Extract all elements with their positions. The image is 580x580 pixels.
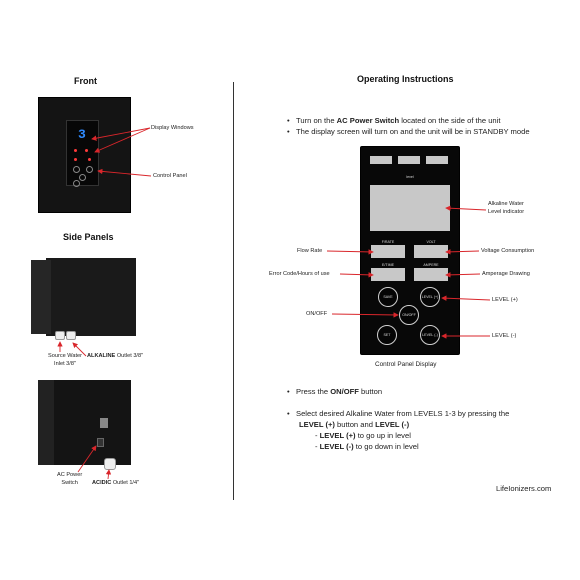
onoff-callout: ON/OFF [306, 311, 328, 317]
front-indicator-led [85, 149, 88, 152]
flow-rate-callout: Flow Rate [297, 248, 323, 254]
source-water-label: Source Water Inlet 3/8" [48, 353, 82, 368]
side-panels-heading: Side Panels [63, 232, 114, 242]
time-slot-label: E/TIME [382, 263, 394, 267]
alkaline-rest: Outlet 3/8" [115, 353, 144, 359]
bullet4-bold2: LEVEL (-) [375, 420, 410, 429]
save-button[interactable]: SAVE [378, 287, 398, 307]
bullet4-mid: button and [334, 420, 376, 429]
side-unit-photo [46, 258, 136, 336]
front-panel-button [86, 166, 93, 173]
bullet-spacer [287, 397, 572, 408]
bullet-standby: • The display screen will turn on and th… [287, 127, 530, 136]
alkaline-level-indicator-screen [370, 185, 450, 231]
bullet4-bold1: LEVEL (+) [299, 420, 335, 429]
front-panel-button [73, 166, 80, 173]
column-divider [233, 82, 234, 500]
error-code-callout: Error Code/Hours of use [269, 271, 330, 277]
flow-rate-slot-label: F/RATE [381, 240, 395, 244]
sub1-pre: - [315, 431, 320, 440]
control-panel-caption: Control Panel Display [375, 361, 437, 368]
bullet2-text: The display screen will turn on and the … [296, 127, 530, 136]
amperage-callout: Amperage Drawing [482, 271, 530, 277]
sub1-post: to go up in level [355, 431, 411, 440]
alkaline-outlet-fitting [66, 331, 76, 340]
back-unit-photo-shade [38, 380, 54, 465]
time-screen [371, 268, 405, 281]
onoff-button[interactable]: ON/OFF [399, 305, 419, 325]
panel-top-indicator [370, 156, 392, 164]
bullet3-bold: ON/OFF [330, 387, 359, 396]
level-minus-callout: LEVEL (-) [492, 333, 517, 339]
front-panel-button [79, 174, 86, 181]
front-heading: Front [74, 76, 97, 86]
brand-footer: LifeIonizers.com [496, 484, 552, 493]
instruction-bullets-top: • Turn on the AC Power Switch located on… [287, 115, 567, 137]
side-unit-photo-shade [31, 260, 51, 334]
instruction-bullets-bottom: • Press the ON/OFF button • Select desir… [287, 386, 572, 452]
sub-level-plus: - LEVEL (+) to go up in level [287, 430, 572, 441]
alkaline-indicator-line2: Level indicator [488, 208, 525, 215]
acidic-outlet-fitting [104, 458, 116, 470]
set-button[interactable]: SET [377, 325, 397, 345]
level-minus-button[interactable]: LEVEL (-) [420, 325, 440, 345]
display-windows-label: Display Windows [151, 125, 194, 131]
front-indicator-led [74, 158, 77, 161]
arrow-acidic [105, 469, 112, 480]
acidic-bold: ACIDIC [92, 480, 112, 486]
front-display-digit: 3 [78, 127, 86, 142]
bullet1-bold: AC Power Switch [336, 116, 400, 125]
level-plus-button[interactable]: LEVEL (+) [420, 287, 440, 307]
volt-screen [414, 245, 448, 258]
flow-rate-screen [371, 245, 405, 258]
instructions-heading: Operating Instructions [357, 74, 454, 84]
sub-level-minus: - LEVEL (-) to go down in level [287, 441, 572, 452]
sub2-pre: - [315, 442, 320, 451]
front-indicator-led [88, 158, 91, 161]
ac-power-line1: AC Power [57, 472, 83, 478]
source-water-line2: Inlet 3/8" [54, 360, 76, 367]
ampere-screen [414, 268, 448, 281]
acidic-outlet-label: ACIDIC Outlet 1/4" [92, 480, 139, 488]
alkaline-indicator-callout: Alkaline Water Level indicator [488, 201, 524, 216]
panel-level-label: level [406, 175, 414, 179]
bullet-select-level: • Select desired Alkaline Water from LEV… [287, 409, 510, 418]
ac-power-switch [97, 438, 104, 447]
ac-power-label: AC Power Switch [57, 472, 82, 487]
panel-top-indicator [426, 156, 448, 164]
bullet1-pre: Turn on the [296, 116, 337, 125]
sub2-bold: LEVEL (-) [319, 442, 354, 451]
control-panel-label: Control Panel [153, 173, 187, 179]
bullet4-line1: Select desired Alkaline Water from LEVEL… [296, 409, 510, 418]
acidic-rest: Outlet 1/4" [111, 480, 140, 486]
bullet-ac-power: • Turn on the AC Power Switch located on… [287, 116, 501, 125]
front-indicator-led [74, 149, 77, 152]
alkaline-bold: ALKALINE [87, 353, 116, 359]
alkaline-indicator-line1: Alkaline Water [488, 201, 524, 207]
alkaline-outlet-label: ALKALINE Outlet 3/8" [87, 353, 143, 361]
bullet3-post: button [358, 387, 383, 396]
sub1-bold: LEVEL (+) [319, 431, 356, 440]
ampere-slot-label: AMPERE [423, 263, 439, 267]
volt-slot-label: VOLT [426, 240, 436, 244]
voltage-callout: Voltage Consumption [481, 248, 535, 254]
panel-top-indicator [398, 156, 420, 164]
bullet3-pre: Press the [296, 387, 331, 396]
source-water-line1: Source Water [48, 353, 82, 359]
sub2-post: to go down in level [353, 442, 419, 451]
level-plus-callout: LEVEL (+) [492, 297, 518, 303]
bullet4-line2: LEVEL (+) button and LEVEL (-) [287, 419, 572, 430]
source-water-inlet-fitting [55, 331, 65, 340]
front-panel-button [73, 180, 80, 187]
bullet-onoff: • Press the ON/OFF button [287, 387, 383, 396]
bullet1-post: located on the side of the unit [399, 116, 501, 125]
ac-power-line2: Switch [61, 479, 78, 486]
back-panel-label-sticker [100, 418, 108, 428]
